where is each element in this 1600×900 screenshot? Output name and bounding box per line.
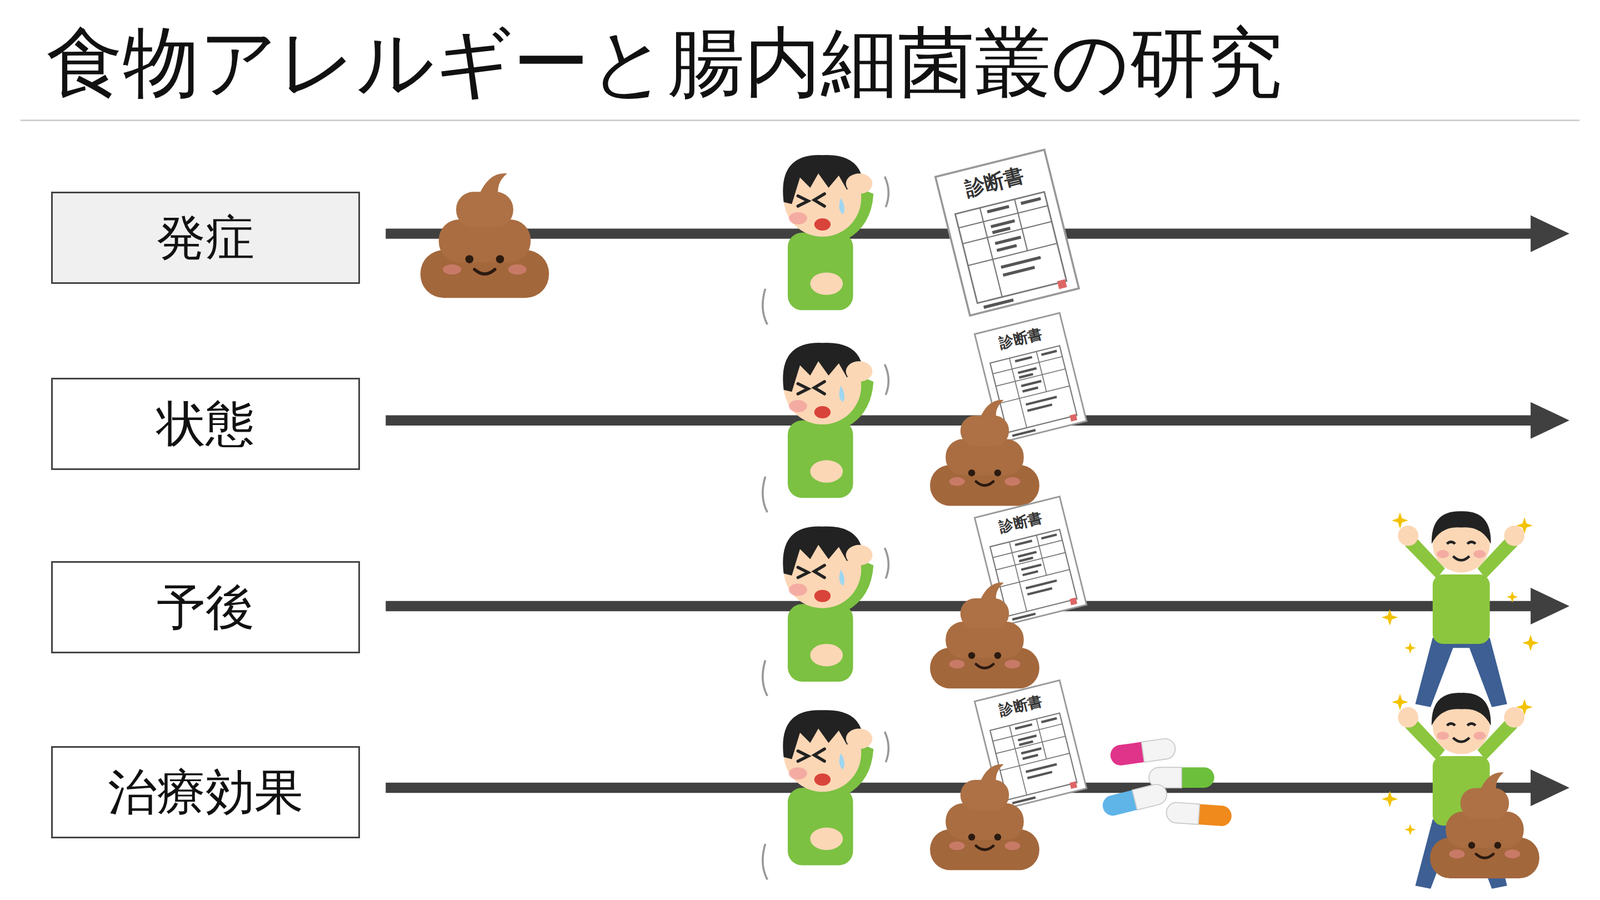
page-title: 食物アレルギーと腸内細菌叢の研究 — [46, 16, 1283, 109]
sick-boy-icon — [762, 342, 889, 513]
sick-boy-icon — [762, 155, 889, 325]
category-label: 状態 — [156, 397, 255, 452]
pills-icon — [1100, 737, 1233, 827]
category-label: 治療効果 — [107, 765, 304, 820]
category-box: 発症 — [51, 191, 360, 284]
poop-icon — [930, 763, 1040, 870]
sick-boy-icon — [762, 710, 889, 880]
poop-icon — [420, 173, 549, 298]
poop-icon — [930, 582, 1040, 689]
sick-boy-icon — [762, 526, 889, 697]
divider-rule — [20, 119, 1580, 122]
category-box: 状態 — [51, 377, 360, 470]
poop-icon — [930, 400, 1040, 507]
poop-icon — [1430, 772, 1540, 879]
diagnosis-document — [935, 150, 1079, 316]
category-box: 予後 — [51, 561, 360, 654]
category-box: 治療効果 — [51, 746, 360, 839]
category-label: 予後 — [156, 580, 255, 635]
happy-boy-icon — [1381, 511, 1539, 708]
category-label: 発症 — [156, 211, 255, 265]
